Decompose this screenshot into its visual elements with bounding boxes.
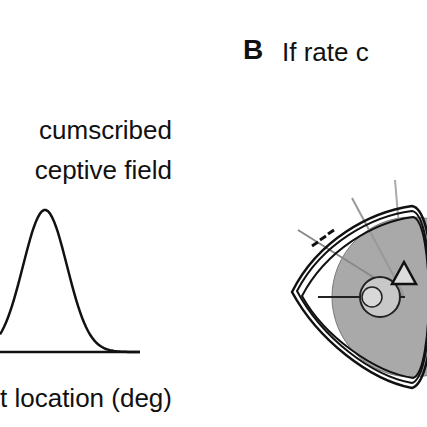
axis-label: t location (deg) [0,378,172,418]
outline [297,211,427,383]
triangle-marker [392,262,416,284]
panel-title: If rate c [282,32,369,72]
tuning-curve [0,210,140,352]
outline [292,206,427,388]
outline [302,217,427,378]
tick-marks [312,230,334,246]
curve-title: cumscribed ceptive field [0,110,172,190]
inner-circle [362,287,382,307]
x-axis [0,351,140,354]
polar-plot [292,180,427,388]
panel-letter: B [243,30,263,70]
